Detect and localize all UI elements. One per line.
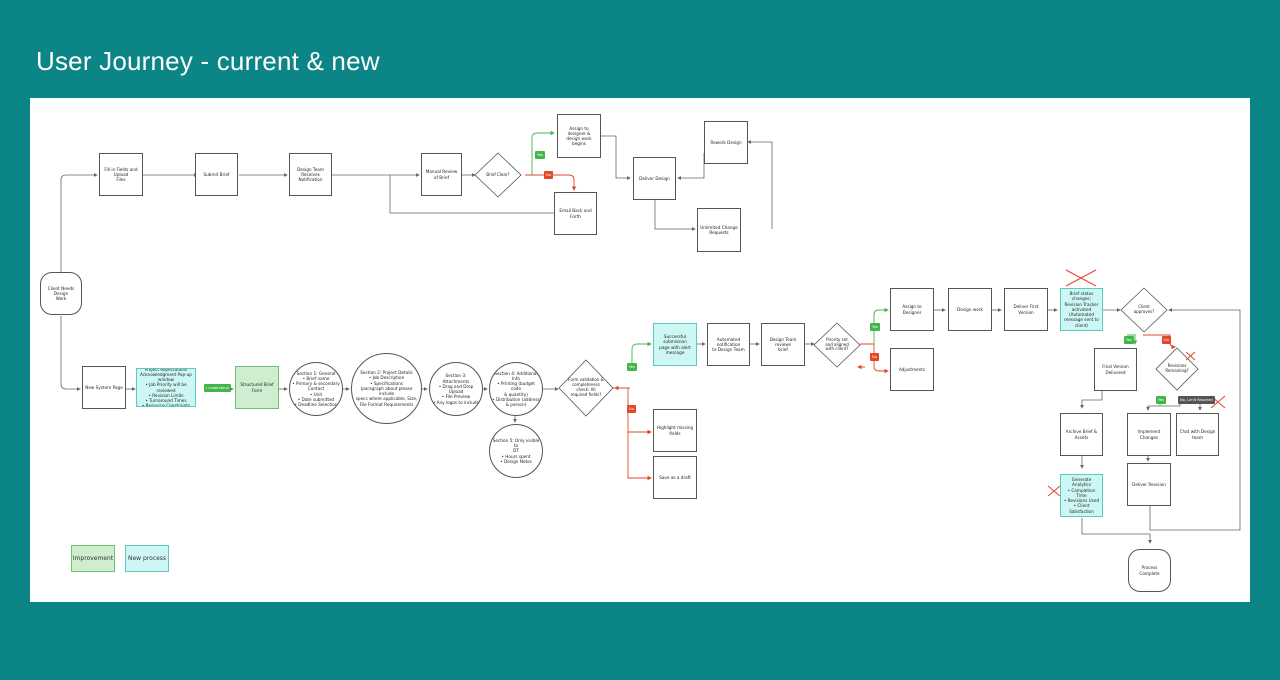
- tag-no-limit-reached: No, Limit Reached: [1178, 396, 1215, 404]
- yes-connector: [860, 307, 889, 345]
- yes-connector: [525, 130, 555, 176]
- tag-yes: Yes: [1124, 336, 1134, 344]
- cross-icon: [1185, 351, 1196, 361]
- connector: [677, 153, 705, 180]
- tag-yes: Yes: [1156, 396, 1166, 404]
- connector: [1149, 308, 1241, 531]
- yes-connector: [628, 341, 652, 371]
- node-fill-fields: Fill in Fields and Upload Files: [99, 153, 143, 196]
- tag-i-understand: I understand: [204, 384, 231, 392]
- node-brief-status: Brief status changes; Revision Tracker a…: [1060, 288, 1103, 331]
- node-revisions-remaining: Revisions Remaining?: [1165, 363, 1189, 373]
- tag-yes: Yes: [627, 363, 637, 371]
- node-submit-brief: Submit Brief: [195, 153, 238, 196]
- node-archive: Archive Brief & Assets: [1060, 413, 1103, 456]
- tag-no: No: [627, 405, 636, 413]
- tag-yes: Yes: [870, 323, 880, 331]
- node-section-1: Section 1: General • Brief name • Primar…: [289, 362, 343, 416]
- node-section-5: Section 5: Only visible to DT • Hours sp…: [489, 424, 543, 478]
- node-design-work: Design work: [948, 288, 992, 331]
- node-auto-notify: Automated notification to Design Team: [707, 323, 750, 366]
- node-email-back: Email Back and Forth: [554, 192, 597, 235]
- connector-layer: [60, 130, 1241, 544]
- tag-no: No: [1162, 336, 1171, 344]
- node-deliver-revision: Deliver Revision: [1127, 463, 1171, 506]
- node-priority-aligned: Priority set and aligned with client?: [825, 336, 849, 352]
- node-assign-designer: Assign to Designer: [890, 288, 934, 331]
- node-implement-changes: Implement Changes: [1127, 413, 1171, 456]
- node-save-draft: Save as a draft: [653, 456, 697, 499]
- node-section-4: Section 4: Additional Info • Printing (b…: [489, 362, 543, 416]
- node-rework: Rework Design: [704, 121, 748, 164]
- node-design-notify: Design Team Receives Notification: [289, 153, 332, 196]
- connector: [747, 140, 773, 229]
- yes-connector: [1127, 334, 1138, 345]
- node-unlimited: Unlimited Change Requests: [697, 208, 741, 252]
- node-deliver-old: Deliver Design: [633, 157, 676, 200]
- connector: [1081, 518, 1152, 544]
- diagram-canvas: Client Needs Design Work Fill in Fields …: [30, 98, 1250, 602]
- connector: [60, 173, 98, 272]
- legend-new-process: New process: [125, 545, 169, 572]
- no-connector: [627, 432, 652, 481]
- node-section-3: Section 3: Attachments • Drag and Drop U…: [429, 362, 483, 416]
- legend-improvement: Improvement: [71, 545, 115, 572]
- connector: [60, 316, 81, 391]
- decision-client-approves: [1120, 287, 1168, 333]
- node-process-complete: Process Complete: [1128, 549, 1171, 592]
- node-new-system: New System Page: [82, 366, 126, 409]
- node-section-2: Section 2: Project Details • Job Descrip…: [351, 353, 422, 424]
- connector: [601, 135, 631, 180]
- decision-priority: [813, 322, 861, 368]
- decision-form-valid: [558, 359, 614, 417]
- node-final-version: Final Version Delivered: [1094, 348, 1137, 391]
- node-manual-review: Manual Review of Brief: [421, 153, 462, 196]
- node-adjustments: Adjustments: [890, 348, 934, 391]
- node-dt-review: Design Team reviews brief: [761, 323, 805, 366]
- node-form-validation: Form validation & completeness check: Al…: [568, 377, 604, 397]
- tag-yes: Yes: [535, 151, 545, 159]
- no-connector: [525, 174, 577, 191]
- node-highlight-missing: Highlight missing fields: [653, 409, 697, 452]
- connector: [654, 200, 696, 231]
- node-brief-clear: Brief Clear?: [486, 171, 510, 177]
- cross-icon: [1047, 485, 1061, 497]
- tag-no: No: [544, 171, 553, 179]
- no-connector: [860, 343, 889, 374]
- node-deliver-first: Deliver First Version: [1004, 288, 1048, 331]
- cross-icon: [1065, 269, 1097, 287]
- node-chat-design-team: Chat with Design team: [1176, 413, 1219, 456]
- node-project-expectations: Project expectations Acknowledgment Pop-…: [136, 368, 196, 407]
- node-structured-brief: Structured Brief Form: [235, 366, 279, 409]
- page-title: User Journey - current & new: [36, 46, 380, 76]
- connector: [389, 175, 554, 214]
- node-client-needs: Client Needs Design Work: [40, 272, 82, 315]
- node-client-approves: Client approves?: [1133, 304, 1155, 314]
- node-generate-analytics: Generate Analytics • Completion Time • R…: [1060, 474, 1103, 517]
- tag-no: No: [870, 353, 879, 361]
- node-assign-old: Assign to designer & design work begins: [557, 114, 601, 158]
- node-success-page: Successful submission page with alert me…: [653, 323, 697, 366]
- decision-brief-clear: [474, 152, 522, 198]
